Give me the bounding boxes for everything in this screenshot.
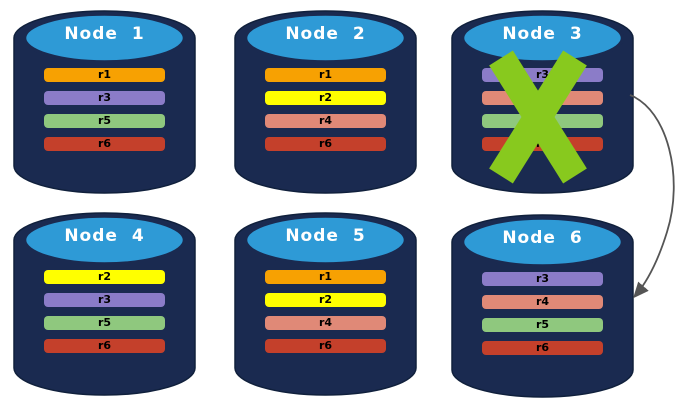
replica-bar-r4: r4 <box>265 114 386 128</box>
failure-x-icon <box>489 50 587 184</box>
replica-bar-r2: r2 <box>265 293 386 307</box>
replica-bar-r6: r6 <box>265 137 386 151</box>
replica-bar-r2: r2 <box>44 270 165 284</box>
replica-bar-r6: r6 <box>44 339 165 353</box>
replica-list: r1 r2 r4 r6 <box>265 270 386 362</box>
replica-bar-r1: r1 <box>265 270 386 284</box>
arrow-curve <box>629 94 675 299</box>
node-title: Node 1 <box>64 24 145 44</box>
replica-list: r3 r4 r5 r6 <box>482 272 603 364</box>
node-title: Node 4 <box>64 226 145 246</box>
replica-bar-r6: r6 <box>482 341 603 355</box>
node-title: Node 2 <box>285 24 366 44</box>
replica-bar-r3: r3 <box>482 272 603 286</box>
replica-bar-r2: r2 <box>265 91 386 105</box>
node-3: Node 3r3r4r5r6 <box>450 8 635 196</box>
node-5: Node 5 r1 r2 r4 r6 <box>233 210 418 398</box>
replica-bar-r1: r1 <box>265 68 386 82</box>
replica-bar-r4: r4 <box>265 316 386 330</box>
replica-bar-r6: r6 <box>44 137 165 151</box>
node-1: Node 1 r1 r3 r5 r6 <box>12 8 197 196</box>
replica-bar-r5: r5 <box>482 318 603 332</box>
replica-bar-r3: r3 <box>44 293 165 307</box>
node-6: Node 6 r3 r4 r5 r6 <box>450 212 635 400</box>
replica-bar-r4: r4 <box>482 295 603 309</box>
replica-bar-r5: r5 <box>44 114 165 128</box>
replica-list: r1 r2 r4 r6 <box>265 68 386 160</box>
replica-bar-r3: r3 <box>44 91 165 105</box>
node-4: Node 4 r2 r3 r5 r6 <box>12 210 197 398</box>
node-2: Node 2 r1 r2 r4 r6 <box>233 8 418 196</box>
node-title: Node 6 <box>502 228 583 248</box>
replica-bar-r1: r1 <box>44 68 165 82</box>
replica-list: r1 r3 r5 r6 <box>44 68 165 160</box>
node-title: Node 5 <box>285 226 366 246</box>
node-title: Node 3 <box>502 24 583 44</box>
replica-list: r2 r3 r5 r6 <box>44 270 165 362</box>
replica-bar-r6: r6 <box>265 339 386 353</box>
replica-bar-r5: r5 <box>44 316 165 330</box>
